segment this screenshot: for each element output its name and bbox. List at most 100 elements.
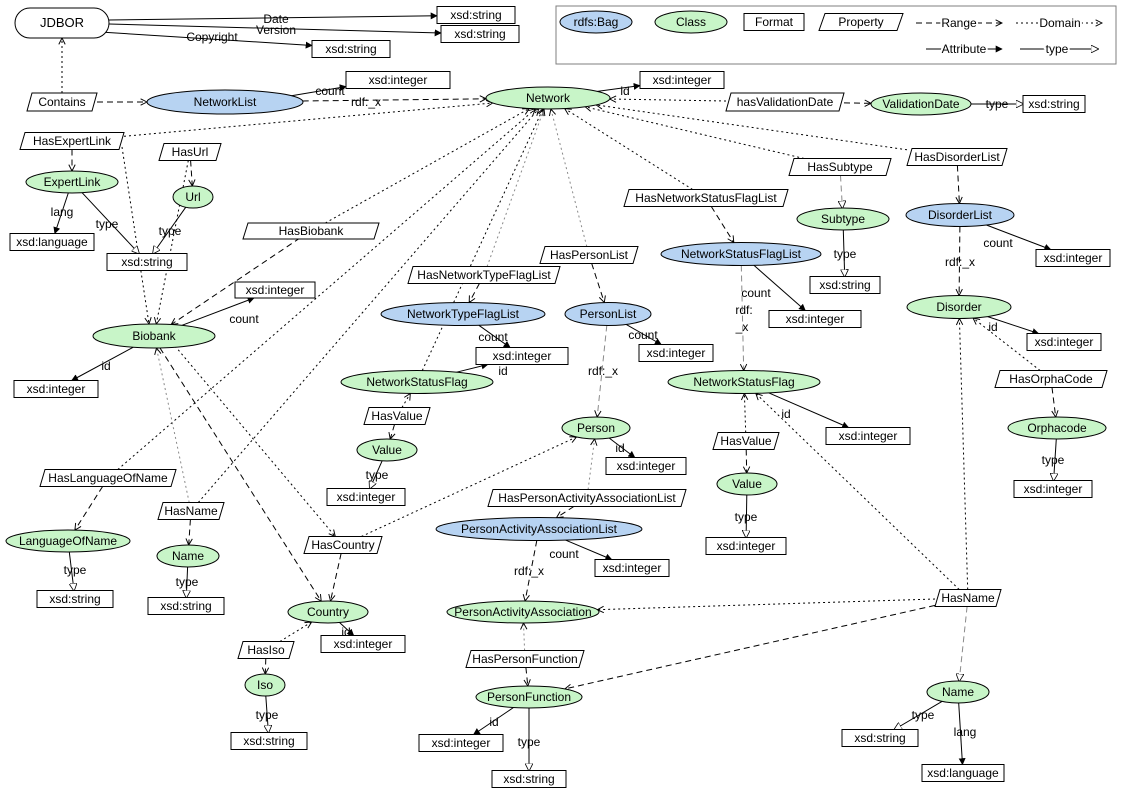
node-label: NetworkStatusFlag [366, 375, 467, 389]
node-label: Disorder [936, 300, 981, 314]
property-box [157, 502, 225, 520]
edge-hasname-r-to-networkstatusflag-r [756, 393, 960, 590]
edge-label: rdf:_x [351, 95, 381, 109]
expertlink-node: ExpertLink [25, 170, 119, 194]
node-label: HasNetworkStatusFlagList [635, 191, 777, 205]
edge-personfunction-to-f-pf-id [473, 707, 514, 735]
edge-biobank-to-country [159, 347, 321, 601]
edge-hasorphacode-to-orphacode [1052, 387, 1056, 418]
edge-hasexpertlink-to-biobank [121, 146, 149, 324]
class-ellipse [906, 295, 1012, 319]
edge-hasorphacode-to-disorder [973, 318, 1041, 371]
format-box [605, 457, 687, 475]
jdbor-node: JDBOR [14, 7, 110, 39]
edge-label: type [1042, 453, 1065, 467]
edge-haspersonactivityassociationlist-to-person [587, 439, 595, 490]
node-label: HasName [164, 504, 218, 518]
node-label: Name [942, 685, 974, 699]
edge-hassubtype-to-network [585, 107, 805, 159]
node-label: xsd:integer [1024, 482, 1083, 496]
validationdate-node: ValidationDate [870, 92, 972, 116]
node-label: HasLanguageOfName [48, 471, 168, 485]
node-label: LanguageOfName [19, 534, 117, 548]
format-box [326, 488, 406, 506]
format-box [345, 71, 451, 89]
f-nsfl-count-format: xsd:integer [768, 310, 862, 328]
url-node: Url [172, 185, 214, 209]
property-box [539, 246, 639, 264]
edge-value-l-to-f-val-l [370, 460, 383, 489]
edge-jdbor-to-f-date [108, 12, 438, 21]
edge-hasvalidationdate-to-network [610, 99, 727, 101]
networkstatusflaglist-node: NetworkStatusFlagList [660, 242, 822, 266]
legend-label: type [1046, 42, 1069, 56]
node-label: NetworkList [194, 95, 257, 109]
f-country-id-format: xsd:integer [320, 635, 406, 653]
node-label: HasIso [247, 643, 285, 657]
edge-subtype-to-f-sub [843, 229, 844, 277]
node-label: Country [307, 605, 349, 619]
class-ellipse [667, 370, 821, 394]
f-bio-id-format: xsd:integer [13, 380, 99, 398]
node-label: Value [372, 443, 402, 457]
edge-networklist-to-network [302, 99, 487, 101]
node-label: HasPersonActivityAssociationList [498, 491, 676, 505]
node-label: HasUrl [172, 145, 209, 159]
edge-label-layer: DateVersionCopyrightcountrdf:_xidtypelan… [51, 12, 1065, 749]
hasbiobank-node: HasBiobank [242, 222, 380, 240]
edge-label: count [628, 328, 658, 342]
property-box [906, 148, 1008, 166]
edge-expertlink-to-f-url [81, 192, 139, 254]
edge-label: rdf: [735, 303, 752, 317]
format-box [768, 310, 862, 328]
f-ntfl-count-format: xsd:integer [475, 347, 569, 365]
edge-name-r-to-f-name-r-type [894, 700, 943, 729]
node-label: xsd:integer [617, 459, 676, 473]
node-label: xsd:integer [432, 736, 491, 750]
edge-personactivityassociationlist-to-f-paal-count [565, 539, 613, 561]
node-label: HasNetworkTypeFlagList [417, 268, 551, 282]
edge-haspersonlist-to-personlist [591, 263, 605, 303]
edge-hasbiobank-to-network [325, 109, 529, 224]
property-box [465, 650, 585, 668]
edge-hasvalue-l-to-networkstatusflag-l [401, 394, 410, 408]
legend-range: Range [916, 14, 1002, 32]
edge-label: type [986, 97, 1009, 111]
root-box [14, 7, 110, 39]
edge-biobank-to-f-bio-count [181, 296, 255, 326]
disorder-node: Disorder [906, 295, 1012, 319]
edge-hasname-r-to-disorder [959, 319, 969, 590]
property-box [994, 370, 1108, 388]
edge-label: type [834, 247, 857, 261]
edge-biobank-to-f-bio-id [71, 346, 134, 381]
personactivityassociation-node: PersonActivityAssociation [446, 600, 600, 624]
edge-label: count [229, 312, 259, 326]
class-ellipse [25, 170, 119, 194]
name-r-node: Name [926, 680, 990, 704]
format-box [1035, 249, 1111, 267]
biobank-node: Biobank [92, 323, 216, 349]
edge-name-l-to-f-name-l [186, 566, 187, 598]
f-name-r-lang-format: xsd:language [921, 764, 1005, 782]
f-name-l-format: xsd:string [147, 597, 225, 615]
hasurl-node: HasUrl [158, 143, 222, 161]
format-box [809, 276, 881, 294]
class-ellipse [926, 680, 990, 704]
format-box [1022, 95, 1086, 113]
haspersonlist-node: HasPersonList [539, 246, 639, 264]
edge-label: Copyright [186, 30, 238, 44]
edge-label: count [478, 330, 508, 344]
edge-value-r-to-f-val-r [746, 494, 747, 538]
edge-hasvalue-r-to-value-r [746, 449, 747, 474]
bag-ellipse [905, 203, 1015, 227]
edge-label: type [256, 708, 279, 722]
hasnetworktypeflaglist-node: HasNetworkTypeFlagList [407, 266, 561, 284]
edge-hasexpertlink-to-network [123, 103, 493, 137]
f-bio-count-format: xsd:integer [234, 281, 316, 299]
node-label: ValidationDate [882, 97, 959, 111]
f-sub-format: xsd:string [809, 276, 881, 294]
personfunction-node: PersonFunction [475, 685, 583, 709]
f-nl-count-format: xsd:integer [345, 71, 451, 89]
haspersonfunction-node: HasPersonFunction [465, 650, 585, 668]
format-box [1026, 333, 1102, 351]
